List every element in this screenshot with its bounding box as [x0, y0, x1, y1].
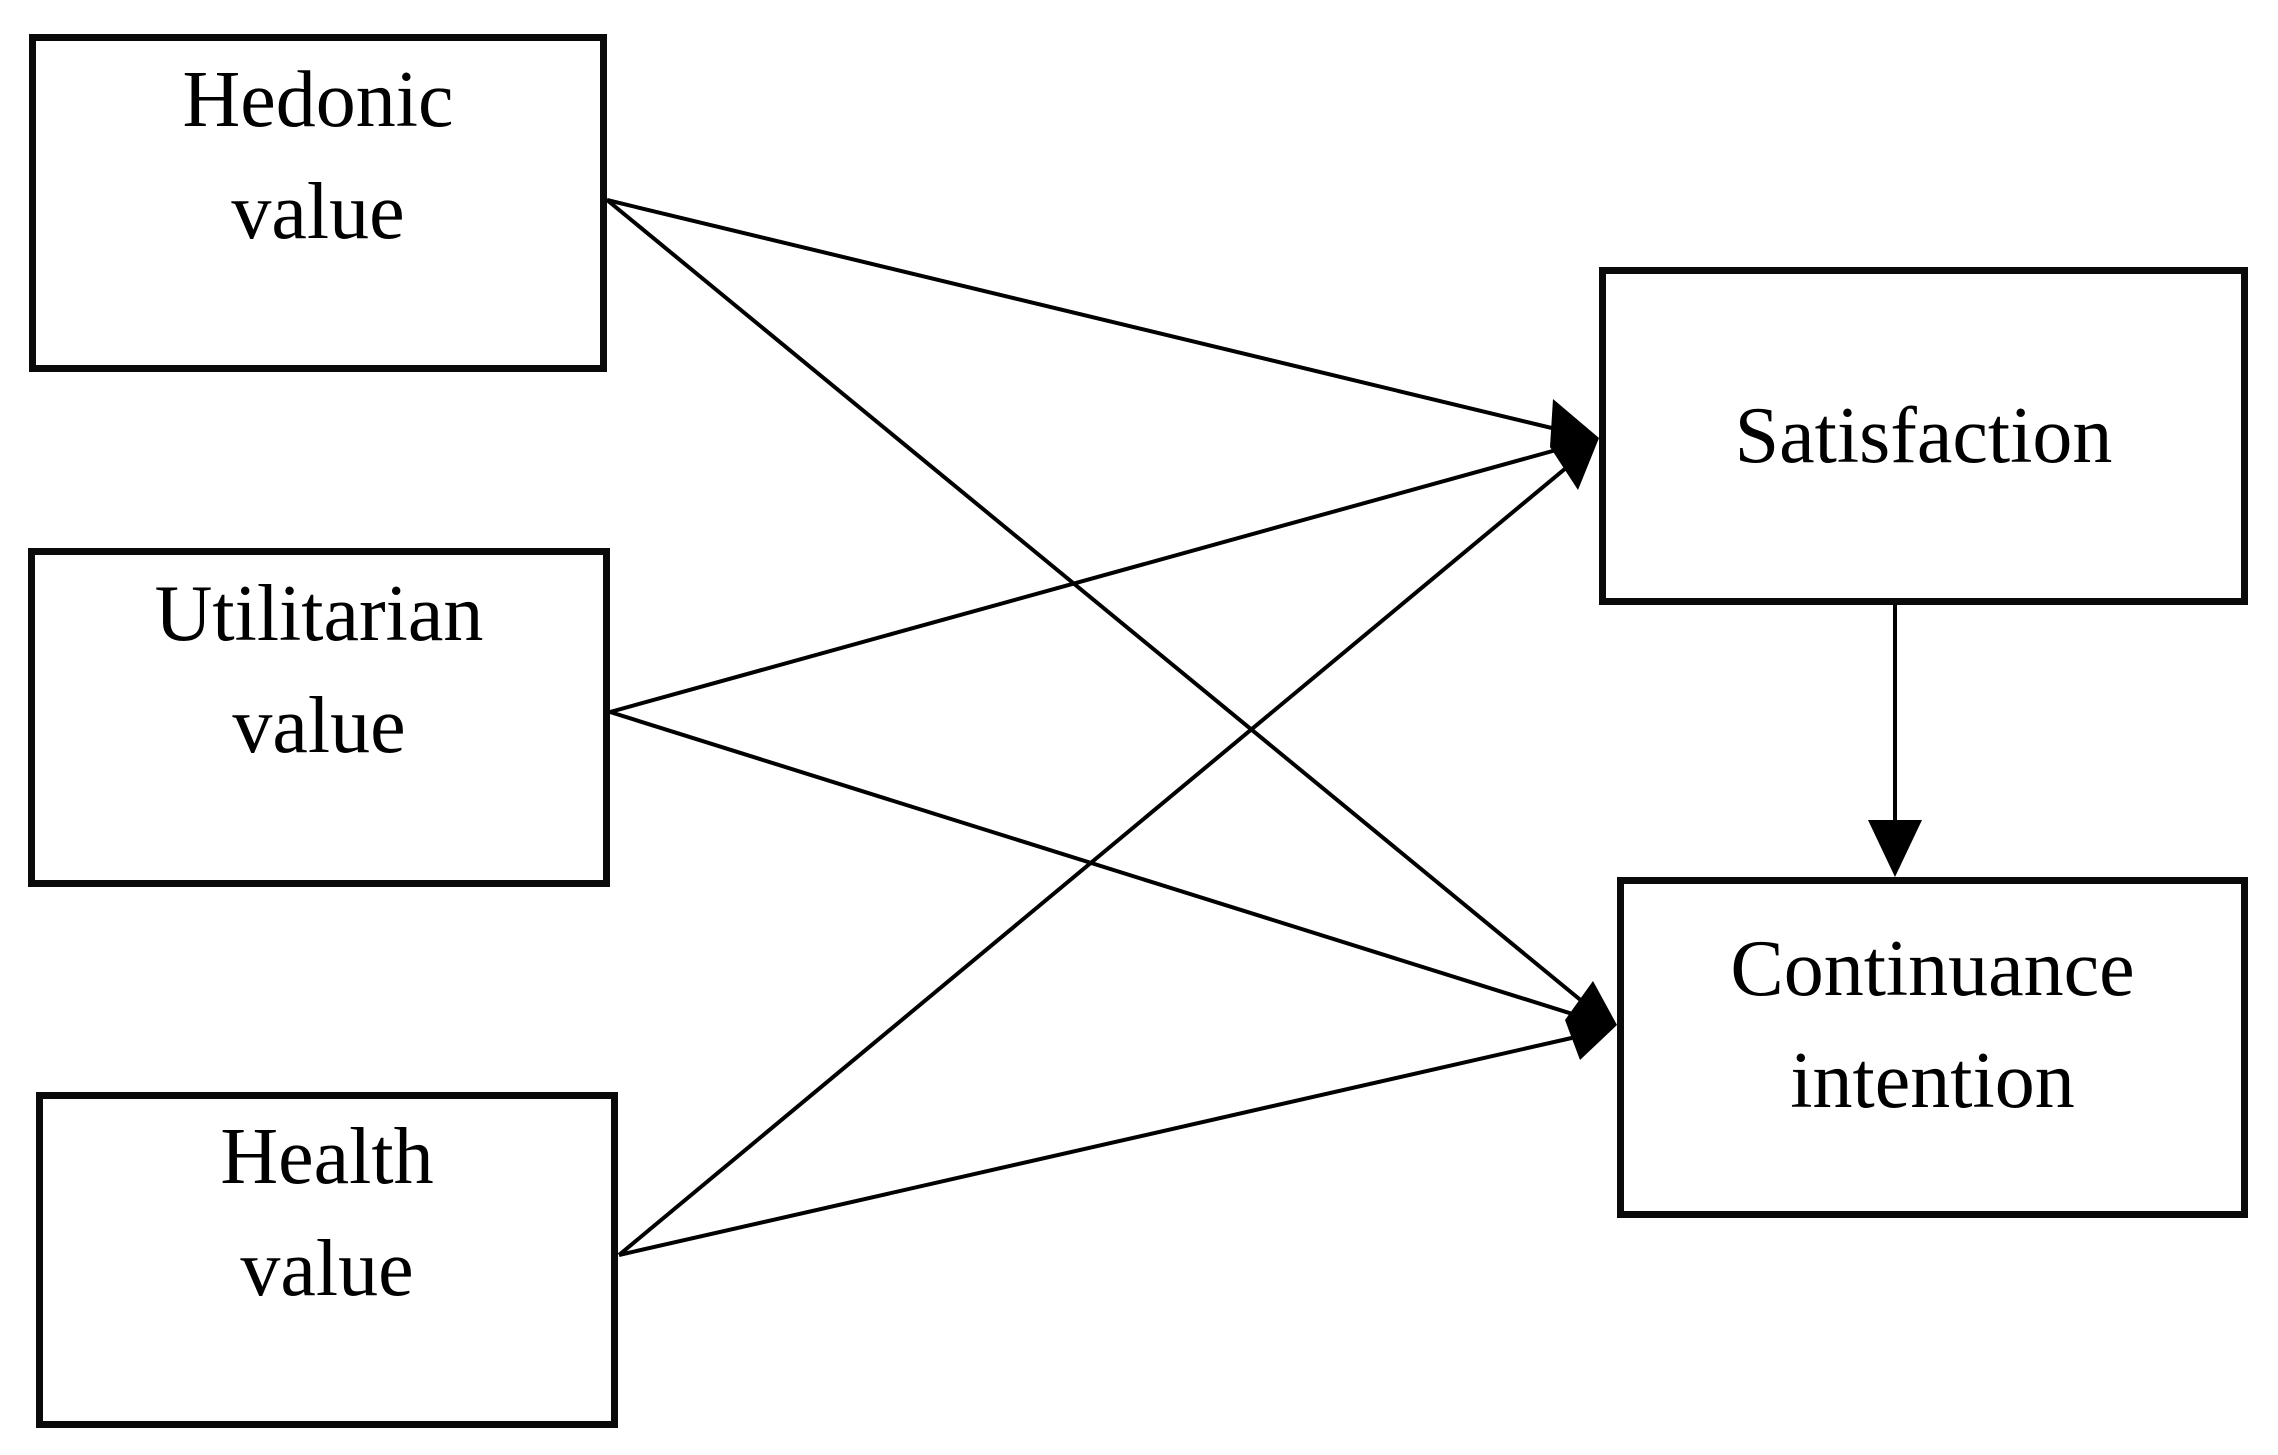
- arrowhead-into-continuance-top: [1868, 820, 1922, 877]
- node-continuance-intention-line1: Continuance: [1730, 925, 2135, 1013]
- node-hedonic-value-line2: value: [231, 167, 405, 256]
- edge-hedonic-to-satisfaction-line: [606, 198, 1586, 438]
- edge-hedonic-to-continuance-line: [605, 198, 1602, 1018]
- node-health-value-line1: Health: [220, 1112, 434, 1201]
- node-utilitarian-value-line1: Utilitarian: [154, 570, 484, 658]
- node-utilitarian-value-line2: value: [232, 682, 406, 770]
- node-continuance-intention-line2: intention: [1790, 1037, 2075, 1125]
- edge-health-to-continuance-line: [618, 1030, 1599, 1257]
- arrowhead-into-satisfaction: [1550, 399, 1599, 490]
- node-hedonic-value-line1: Hedonic: [182, 55, 454, 144]
- node-health-value-line2: value: [240, 1224, 414, 1313]
- edge-health-to-satisfaction-line: [617, 446, 1592, 1257]
- node-health-value: Health value: [36, 1092, 618, 1428]
- arrowhead-into-continuance-left: [1565, 981, 1617, 1060]
- edge-utilitarian-to-satisfaction-line: [609, 440, 1586, 714]
- edge-utilitarian-to-continuance-line: [609, 710, 1599, 1024]
- node-continuance-intention: Continuance intention: [1617, 877, 2248, 1218]
- node-utilitarian-value: Utilitarian value: [28, 548, 610, 887]
- node-satisfaction-line1: Satisfaction: [1734, 392, 2113, 480]
- node-hedonic-value: Hedonic value: [29, 34, 607, 372]
- node-satisfaction: Satisfaction: [1599, 267, 2248, 605]
